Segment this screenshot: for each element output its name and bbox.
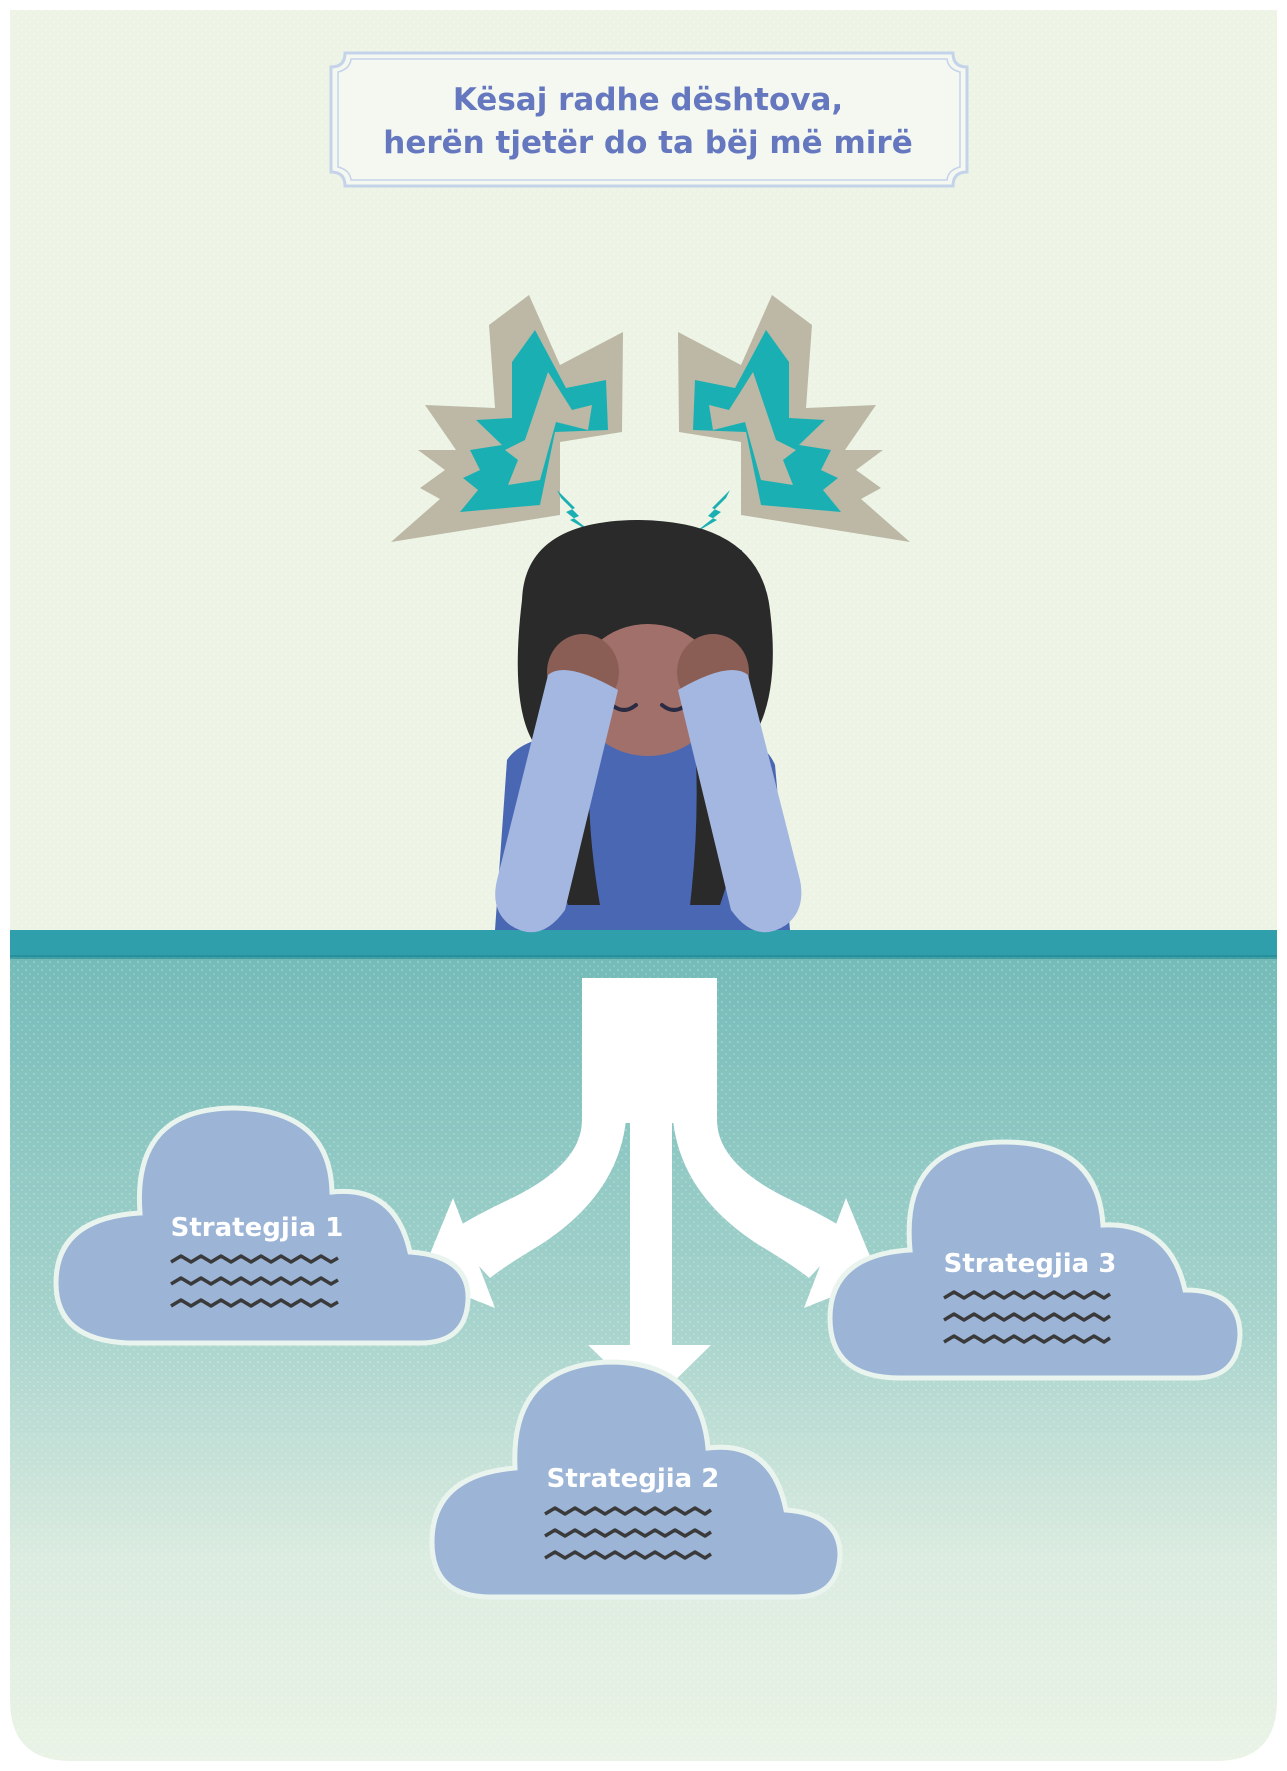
squiggle-text-icon xyxy=(170,1254,339,1308)
table-edge xyxy=(10,930,1277,957)
burst-left xyxy=(391,295,623,542)
cloud-strategy-1: Strategjia 1 xyxy=(53,1105,471,1346)
cloud-strategy-2: Strategjia 2 xyxy=(429,1359,843,1600)
squiggle-text-icon xyxy=(544,1506,712,1560)
cloud-icon xyxy=(53,1105,471,1346)
strategy-1-label: Strategjia 1 xyxy=(171,1213,344,1243)
cloud-strategy-3: Strategjia 3 xyxy=(827,1139,1243,1381)
sleeve-right xyxy=(678,670,802,933)
sleeve-left xyxy=(495,670,618,933)
squiggle-text-icon xyxy=(943,1290,1111,1344)
title-box: Kësaj radhe dështova, herën tjetër do ta… xyxy=(329,51,969,188)
cloud-icon xyxy=(429,1359,843,1600)
strategy-3-label: Strategjia 3 xyxy=(944,1249,1117,1279)
cloud-icon xyxy=(827,1139,1243,1381)
burst-right xyxy=(678,295,910,542)
stressed-person-icon xyxy=(495,520,802,933)
title-line-2: herën tjetër do ta bëj më mirë xyxy=(383,125,912,161)
strategy-2-label: Strategjia 2 xyxy=(547,1464,720,1494)
title-line-1: Kësaj radhe dështova, xyxy=(453,82,843,118)
